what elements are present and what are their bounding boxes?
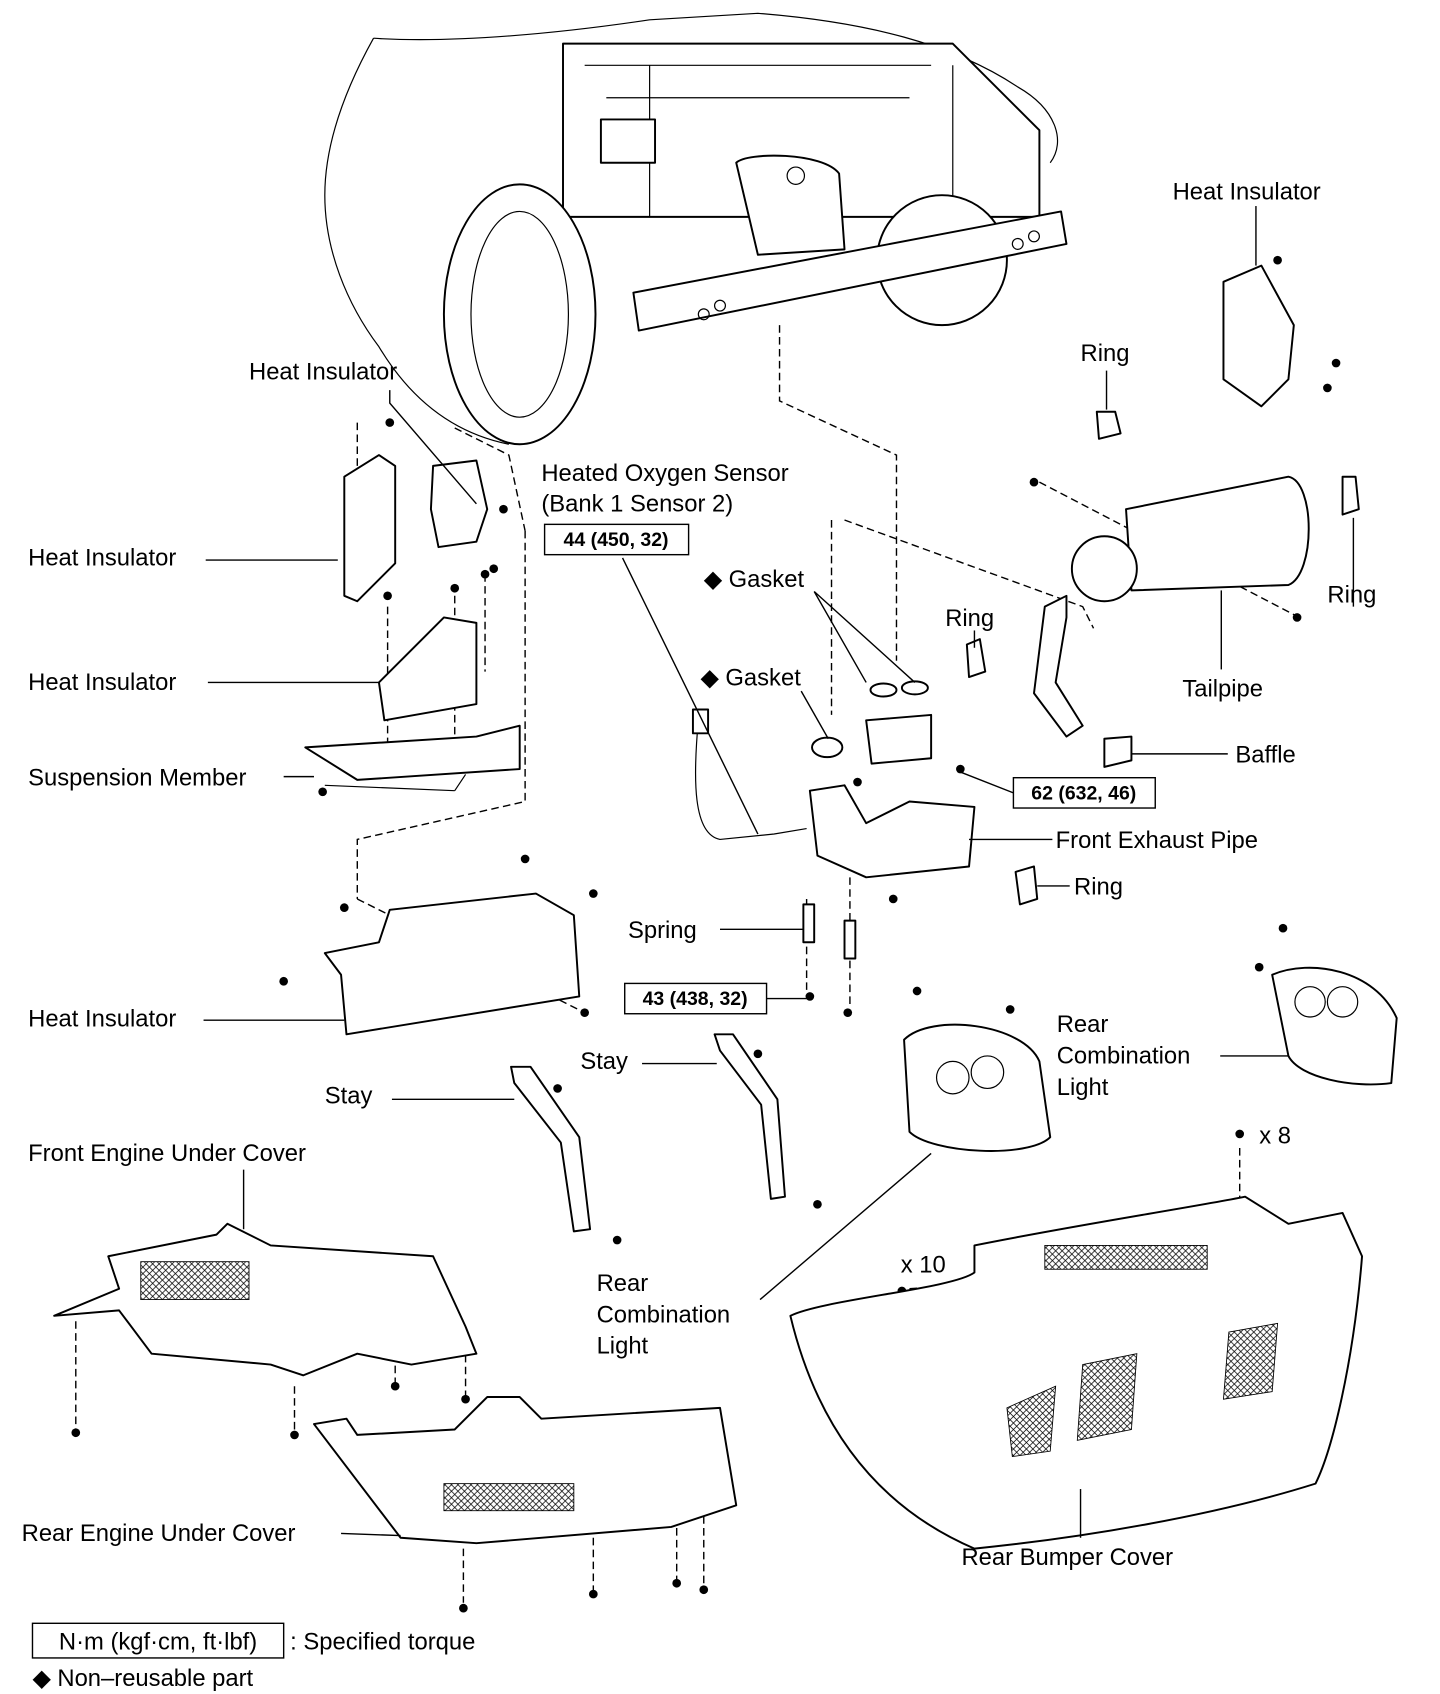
label-heat-insulator-left-1: Heat Insulator	[28, 544, 176, 571]
label-front-engine-under-cover: Front Engine Under Cover	[28, 1140, 306, 1167]
label-heat-insulator-left-3: Heat Insulator	[28, 1006, 176, 1033]
label-rear-combination-light-right-1: Rear	[1057, 1011, 1109, 1038]
label-rear-combination-light-right-3: Light	[1057, 1074, 1109, 1101]
label-baffle: Baffle	[1235, 742, 1295, 769]
label-tailpipe: Tailpipe	[1182, 676, 1263, 703]
exhaust-parts	[691, 264, 1360, 960]
label-ring-top: Ring	[1081, 340, 1130, 367]
label-spring: Spring	[628, 917, 697, 944]
label-heat-insulator-top-left: Heat Insulator	[249, 358, 397, 385]
label-stay-left: Stay	[325, 1083, 373, 1110]
legend-torque-units: N·m (kgf·cm, ft·lbf)	[59, 1628, 257, 1655]
rear-combination-lights	[903, 966, 1398, 1152]
label-rear-combination-light-left-2: Combination	[597, 1301, 731, 1328]
engine-under-covers	[53, 1222, 738, 1545]
label-ring-lower: Ring	[1074, 874, 1123, 901]
label-gasket-lower: ◆ Gasket	[701, 665, 802, 692]
label-rear-combination-light-left-1: Rear	[597, 1270, 649, 1297]
legend-non-reusable: ◆ Non–reusable part	[32, 1665, 253, 1692]
leader-lines	[203, 206, 1355, 1538]
label-stay-right: Stay	[580, 1048, 628, 1075]
label-clip-count-10: x 10	[901, 1252, 946, 1279]
part-labels: Heat Insulator Ring Heat Insulator Heate…	[22, 179, 1377, 1571]
label-heat-insulator-left-2: Heat Insulator	[28, 669, 176, 696]
label-rear-bumper-cover: Rear Bumper Cover	[961, 1544, 1173, 1571]
label-rear-combination-light-left-3: Light	[597, 1333, 649, 1360]
torque-spec-spring-bolts: 43 (438, 32)	[624, 982, 768, 1015]
label-heated-oxygen-sensor: Heated Oxygen Sensor	[541, 460, 788, 487]
torque-value-front-exhaust-pipe: 62 (632, 46)	[1031, 782, 1136, 804]
label-clip-count-8: x 8	[1259, 1123, 1291, 1150]
torque-spec-oxygen-sensor: 44 (450, 32)	[543, 523, 690, 556]
label-ring-middle: Ring	[945, 605, 994, 632]
label-suspension-member: Suspension Member	[28, 764, 246, 791]
torque-value-spring-bolts: 43 (438, 32)	[643, 988, 748, 1010]
label-heat-insulator-top-right: Heat Insulator	[1173, 179, 1321, 206]
legend: N·m (kgf·cm, ft·lbf) : Specified torque …	[31, 1622, 475, 1692]
label-rear-combination-light-right-2: Combination	[1057, 1043, 1191, 1070]
torque-spec-front-exhaust-pipe: 62 (632, 46)	[1012, 777, 1156, 809]
torque-value-oxygen-sensor: 44 (450, 32)	[564, 529, 669, 551]
label-rear-engine-under-cover: Rear Engine Under Cover	[22, 1520, 296, 1547]
legend-torque-description: : Specified torque	[290, 1628, 475, 1655]
label-gasket-upper: ◆ Gasket	[704, 566, 805, 593]
rear-bumper-cover-part	[789, 1195, 1364, 1550]
heat-insulator-upper-left-parts	[304, 454, 581, 1036]
label-front-exhaust-pipe: Front Exhaust Pipe	[1056, 827, 1258, 854]
label-bank1-sensor2: (Bank 1 Sensor 2)	[541, 490, 733, 517]
stays	[510, 1033, 786, 1233]
label-ring-right: Ring	[1327, 581, 1376, 608]
vehicle-rear-body	[324, 12, 1068, 446]
